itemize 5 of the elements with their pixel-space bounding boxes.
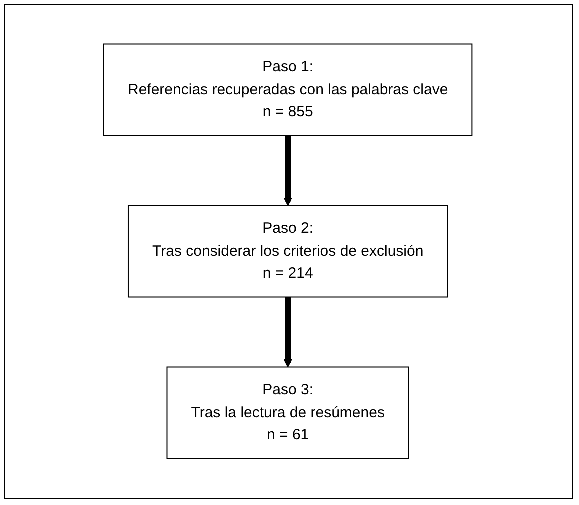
- node-box: Paso 2: Tras considerar los criterios de exclusión n = 214: [128, 205, 449, 298]
- arrow: [284, 297, 293, 368]
- node-box: Paso 1: Referencias recuperadas con las palabras clave n = 855: [104, 44, 474, 136]
- node-box: Paso 3: Tras la lectura de resúmenes n = 61: [167, 366, 410, 460]
- arrow: [284, 136, 293, 206]
